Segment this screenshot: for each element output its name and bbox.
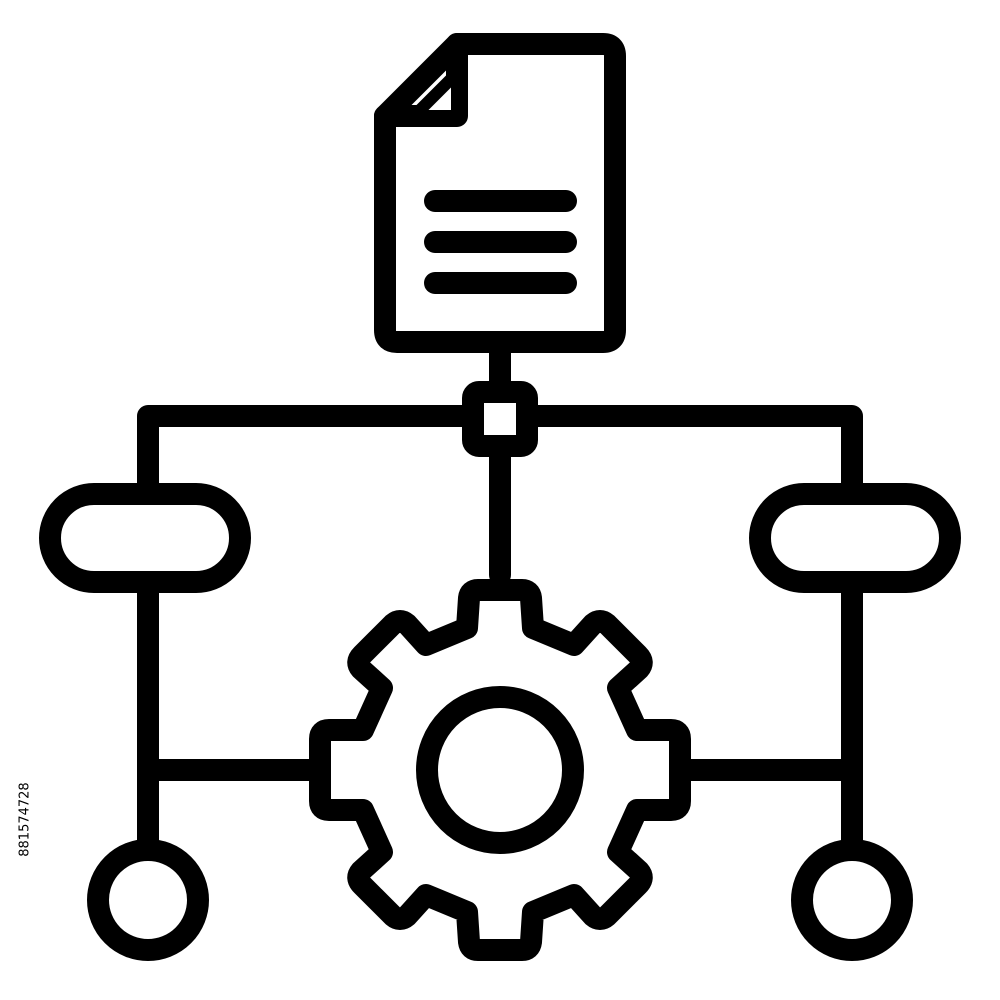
gear-hub bbox=[416, 686, 584, 854]
document-icon bbox=[374, 33, 626, 353]
right-circle-node bbox=[791, 839, 913, 961]
connector-node bbox=[462, 381, 538, 457]
left-circle-node bbox=[87, 839, 209, 961]
stock-id: 881574728 bbox=[17, 782, 33, 857]
gear-icon bbox=[309, 579, 691, 961]
left-pill-node bbox=[39, 483, 251, 593]
connector-lines bbox=[137, 331, 863, 861]
right-pill-node bbox=[749, 483, 961, 593]
